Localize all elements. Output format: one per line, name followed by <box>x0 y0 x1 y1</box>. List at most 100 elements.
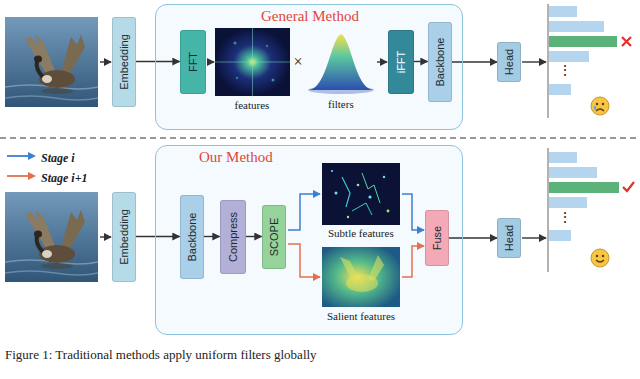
score-bars <box>549 197 587 208</box>
spectrum-image <box>215 28 290 96</box>
subtle-feature-map <box>342 177 350 207</box>
spectrum-image <box>266 45 268 47</box>
module-box: SCOPE <box>262 205 286 269</box>
module-label: Embedding <box>118 209 130 265</box>
flow-connector <box>246 236 262 237</box>
panel-ground <box>155 145 463 335</box>
gaussian-filter <box>309 34 373 90</box>
gaussian-filter <box>308 34 374 94</box>
image-label: ⋮ <box>558 62 572 79</box>
module-box: FFT <box>180 30 206 94</box>
subtle-feature-map <box>335 192 338 195</box>
module-label: SCOPE <box>268 217 280 256</box>
score-bars <box>548 4 631 118</box>
legend-arrow-shaft <box>7 155 29 157</box>
score-bars <box>549 36 617 47</box>
salient-feature-map <box>368 255 384 281</box>
module-box: Embedding <box>112 192 136 282</box>
module-box: Head <box>497 42 521 82</box>
happy-emoji <box>591 249 609 267</box>
score-bars <box>548 148 634 272</box>
subtle-feature-map <box>357 184 360 187</box>
module-label: Embedding <box>118 34 130 90</box>
score-bars <box>623 182 634 191</box>
module-box: Compress <box>220 200 246 274</box>
module-box: Backbone <box>428 22 452 102</box>
flow-connector <box>136 236 180 237</box>
spectrum-image <box>236 77 238 79</box>
panel-title: General Method <box>261 8 359 25</box>
flow-connector <box>136 61 180 62</box>
score-bars <box>622 37 631 46</box>
module-label: Head <box>503 225 515 251</box>
module-box: Backbone <box>180 195 204 279</box>
flow-arrow <box>100 61 111 62</box>
subtle-feature-map <box>368 195 371 198</box>
score-bars <box>549 230 571 241</box>
module-box: iFFT <box>388 30 414 94</box>
salient-feature-map <box>340 257 358 281</box>
module-label: Fuse <box>431 225 443 249</box>
salient-feature-map <box>322 247 400 307</box>
flow-arrow <box>207 61 214 62</box>
image-label: filters <box>328 98 354 110</box>
module-label: Compress <box>227 211 239 261</box>
subtle-feature-map <box>322 163 400 225</box>
stage-arrow <box>288 244 320 277</box>
score-bars <box>549 182 619 193</box>
spectrum-image <box>252 28 253 96</box>
flow-connector <box>449 237 498 238</box>
subtle-feature-map <box>362 173 380 203</box>
legend-arrow-head <box>28 152 36 160</box>
flow-connector <box>452 61 498 62</box>
sad-emoji <box>596 103 598 105</box>
bird-photo <box>5 192 98 282</box>
subtle-feature-map <box>347 216 349 218</box>
stage-arrow <box>402 194 424 230</box>
subtle-feature-map <box>352 203 372 215</box>
method-panel: Our MethodBackbone Compress SCOPE Fuse <box>155 145 463 335</box>
module-label: Head <box>503 49 515 75</box>
sad-emoji <box>596 109 604 111</box>
sad-emoji <box>591 97 609 115</box>
subtle-feature-map <box>387 210 390 213</box>
module-label: Backbone <box>434 37 446 86</box>
score-bars <box>622 37 631 46</box>
flow-arrow <box>377 61 387 62</box>
happy-emoji <box>591 249 609 267</box>
score-bars <box>547 4 549 118</box>
flow-arrow <box>522 237 546 238</box>
legend-arrow-shaft <box>7 175 29 177</box>
salient-feature-map <box>322 247 400 307</box>
legend-row: Stage i <box>5 148 75 164</box>
module-label: Backbone <box>186 212 198 261</box>
image-label: features <box>235 99 270 111</box>
module-label: FFT <box>187 51 199 71</box>
spectrum-image <box>215 28 290 96</box>
score-bars <box>549 21 604 32</box>
subtle-feature-map <box>331 170 333 172</box>
happy-emoji <box>596 260 604 262</box>
score-bars <box>547 148 549 272</box>
panel-title: Our Method <box>199 149 273 166</box>
score-bars <box>549 152 577 163</box>
image-label: Subtle features <box>328 227 394 239</box>
flow-arrow <box>522 61 546 62</box>
sad-emoji <box>591 97 609 115</box>
flow-arrow <box>100 236 111 237</box>
legend-arrow <box>5 170 37 182</box>
image-label: × <box>294 53 303 71</box>
legend-text: Stage i <box>41 151 75 165</box>
module-box: Fuse <box>425 210 449 266</box>
method-panel: General MethodFFT iFFT Backbone <box>155 4 463 130</box>
stage-arrow <box>288 194 320 230</box>
module-box: Head <box>497 218 521 258</box>
figure-caption: Figure 1: Traditional methods apply unif… <box>5 347 317 363</box>
legend-text: Stage i+1 <box>41 171 88 185</box>
score-bars <box>549 6 577 17</box>
bird-photo <box>5 17 98 107</box>
module-label: iFFT <box>395 50 407 73</box>
